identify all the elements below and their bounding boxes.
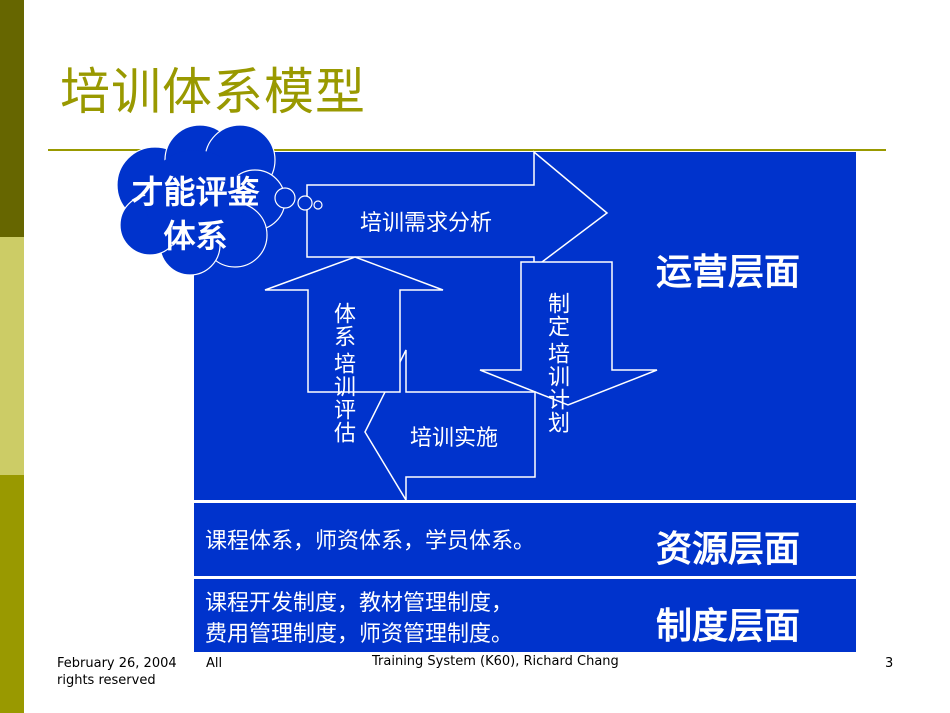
slide-title: 培训体系模型 bbox=[60, 63, 366, 121]
resource-panel bbox=[194, 503, 856, 576]
needs-label: 培训需求分析 bbox=[360, 211, 493, 236]
plan-line-1: 培训计划 bbox=[544, 342, 569, 434]
footer-center: Training System (K60), Richard Chang bbox=[372, 654, 619, 669]
implementation-arrow bbox=[364, 349, 536, 503]
title-rule bbox=[48, 149, 886, 151]
resource-layer-label: 资源层面 bbox=[656, 529, 801, 570]
footer-all: All bbox=[206, 656, 223, 671]
sidebar-stripe-olive bbox=[0, 475, 24, 713]
policy-line-2: 费用管理制度，师资管理制度。 bbox=[205, 622, 514, 647]
plan-line-2: 制定 bbox=[544, 292, 569, 338]
plan-arrow bbox=[479, 261, 658, 406]
cloud-shape bbox=[116, 124, 323, 276]
policy-layer-text: 课程开发制度，教材管理制度， 费用管理制度，师资管理制度。 bbox=[205, 588, 513, 650]
evaluation-label: 培训评估 体系 bbox=[326, 282, 358, 444]
cloud-label: 才能评鉴 体系 bbox=[118, 170, 273, 258]
footer-date-text: February 26, 2004 bbox=[57, 656, 177, 671]
evaluation-arrow bbox=[264, 256, 444, 393]
evaluation-line-2: 体系 bbox=[330, 302, 355, 348]
policy-panel bbox=[194, 579, 856, 652]
evaluation-line-1: 培训评估 bbox=[330, 352, 355, 444]
policy-line-1: 课程开发制度，教材管理制度， bbox=[205, 591, 514, 616]
resource-layer-text: 课程体系，师资体系，学员体系。 bbox=[205, 529, 536, 554]
plan-label: 制定 培训计划 bbox=[540, 272, 572, 434]
cloud-line-2: 体系 bbox=[163, 217, 228, 255]
footer-rights: rights reserved bbox=[57, 673, 156, 688]
implementation-label: 培训实施 bbox=[410, 426, 499, 451]
cloud-line-1: 才能评鉴 bbox=[131, 173, 260, 211]
needs-arrow bbox=[306, 150, 609, 270]
policy-layer-label: 制度层面 bbox=[656, 606, 801, 647]
sidebar-stripe-dark bbox=[0, 0, 24, 237]
page-number: 3 bbox=[885, 656, 894, 671]
operations-layer-label: 运营层面 bbox=[656, 252, 801, 293]
sidebar-stripe-light bbox=[0, 237, 24, 475]
footer-date: February 26, 2004 rights reserved bbox=[57, 655, 177, 689]
